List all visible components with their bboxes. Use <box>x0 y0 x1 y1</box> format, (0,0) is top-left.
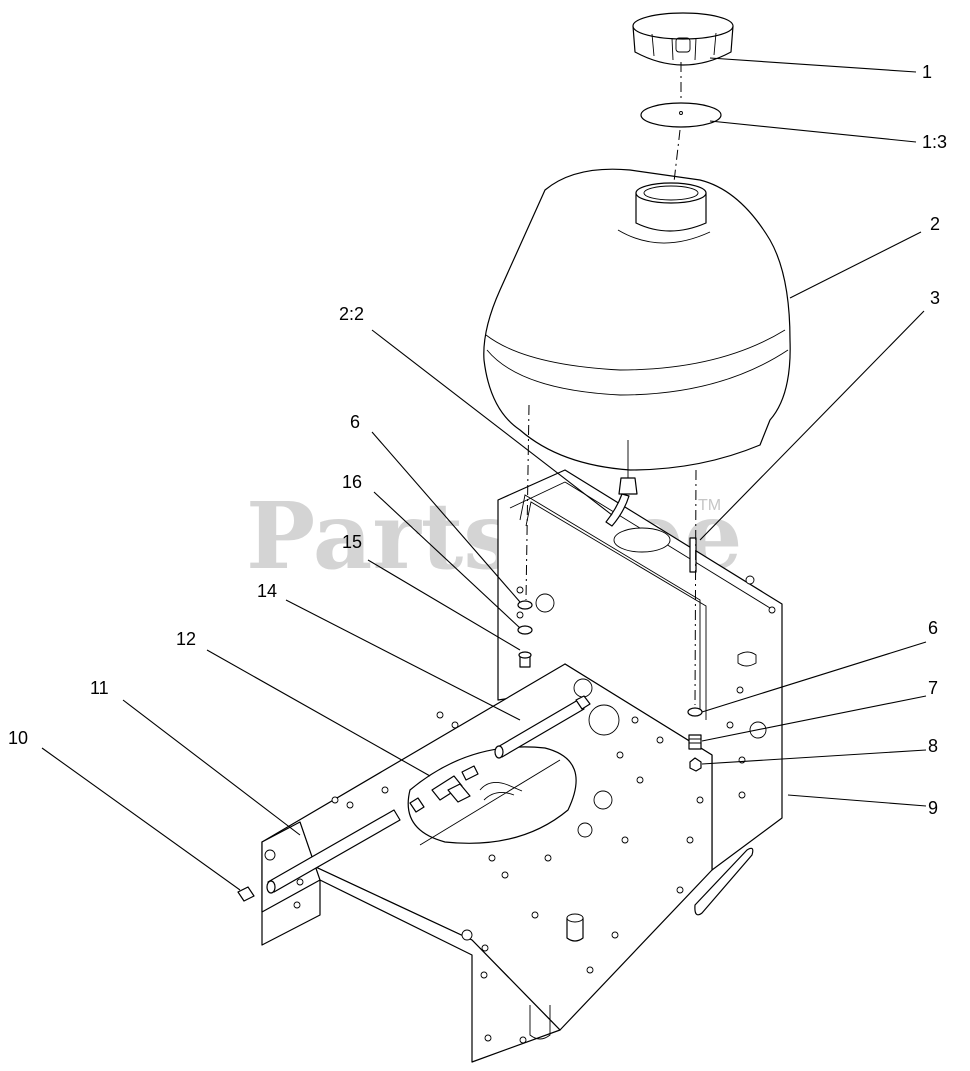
callout-1-3: 1:3 <box>922 132 947 152</box>
callout-8: 8 <box>928 736 938 756</box>
hardware-stack-right <box>687 707 703 772</box>
callout-9: 9 <box>928 798 938 818</box>
watermark-trademark: TM <box>698 497 721 514</box>
callout-6-upper: 6 <box>350 412 360 432</box>
callout-11: 11 <box>90 678 109 698</box>
frame-bracket <box>261 469 783 1063</box>
cap-gasket <box>640 102 722 128</box>
callout-6-lower: 6 <box>928 618 938 638</box>
callout-10: 10 <box>8 728 28 748</box>
callout-7: 7 <box>928 678 938 698</box>
callout-1: 1 <box>922 62 932 82</box>
hardware-stack-left <box>517 600 533 668</box>
fuel-cap <box>632 12 734 66</box>
callout-numbers: 1 1:3 2 2:2 3 6 16 15 14 12 11 10 6 7 8 … <box>8 62 947 818</box>
callout-2: 2 <box>930 214 940 234</box>
callout-12: 12 <box>176 629 196 649</box>
alignment-lines <box>525 62 697 706</box>
fuel-line-assembly <box>237 695 591 902</box>
fuel-tank <box>483 168 791 553</box>
callout-2-2: 2:2 <box>339 304 364 324</box>
callout-15: 15 <box>342 532 362 552</box>
callout-3: 3 <box>930 288 940 308</box>
leader-lines <box>41 57 927 891</box>
callout-16: 16 <box>342 472 362 492</box>
callout-14: 14 <box>257 581 277 601</box>
